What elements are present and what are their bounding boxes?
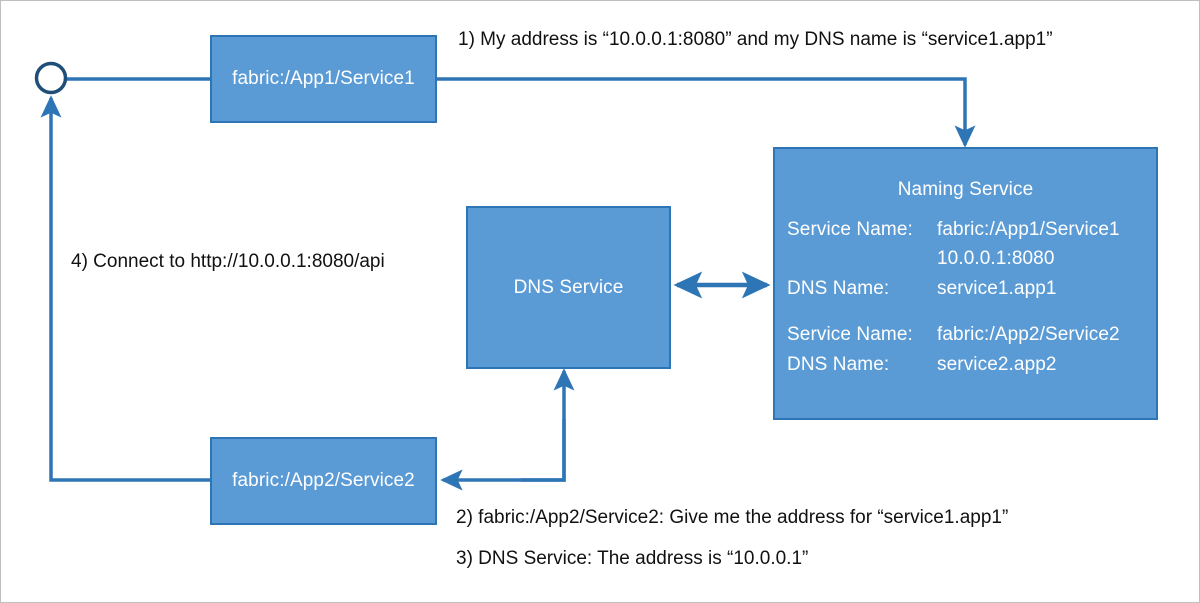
naming-entry-2-dns-name: DNS Name: service2.app2 — [787, 350, 1146, 379]
node-app2-service2[interactable]: fabric:/App2/Service2 — [210, 437, 437, 525]
naming-entry-1-service-name: Service Name: fabric:/App1/Service1 — [787, 215, 1146, 244]
connector-app2-to-dns-service — [521, 368, 575, 482]
connector-app1-to-naming-service — [437, 77, 976, 148]
node-app2-service2-label: fabric:/App2/Service2 — [232, 470, 415, 491]
naming-entry-2-service-name: Service Name: fabric:/App2/Service2 — [787, 320, 1146, 349]
naming-entry-1-dns-name-value: service1.app1 — [937, 277, 1057, 299]
caption-step-2: 2) fabric:/App2/Service2: Give me the ad… — [456, 507, 1009, 528]
connector-naming-to-app2 — [440, 419, 566, 491]
naming-entry-1-address-value: 10.0.0.1:8080 — [937, 248, 1055, 270]
naming-entry-2-dns-name-label: DNS Name: — [787, 353, 890, 375]
naming-service-title: Naming Service — [897, 179, 1034, 200]
naming-entry-1-dns-name-label: DNS Name: — [787, 277, 890, 299]
node-app1-service1-label: fabric:/App1/Service1 — [232, 68, 415, 89]
naming-entry-2-service-name-label: Service Name: — [787, 324, 913, 346]
node-naming-service[interactable]: Naming Service Service Name: fabric:/App… — [773, 147, 1158, 420]
naming-entry-1-address: 10.0.0.1:8080 — [787, 244, 1146, 273]
naming-service-entries: Service Name: fabric:/App1/Service1 10.0… — [775, 215, 1156, 379]
naming-entry-1-dns-name: DNS Name: service1.app1 — [787, 274, 1146, 303]
naming-entry-1-service-name-label: Service Name: — [787, 219, 913, 240]
caption-step-3: 3) DNS Service: The address is “10.0.0.1… — [456, 548, 809, 569]
connector-app2-to-endpoint-circle — [40, 95, 210, 482]
naming-entry-2-service-name-value: fabric:/App2/Service2 — [937, 324, 1120, 346]
node-dns-service-label: DNS Service — [513, 276, 624, 298]
service-endpoint-circle — [34, 61, 68, 95]
naming-entries-separator — [787, 303, 1146, 320]
naming-entry-1-address-spacer — [787, 244, 937, 273]
naming-entry-2-dns-name-value: service2.app2 — [937, 353, 1057, 375]
node-dns-service[interactable]: DNS Service — [466, 206, 671, 369]
naming-entry-1-service-name-value: fabric:/App1/Service1 — [937, 219, 1120, 240]
caption-step-4: 4) Connect to http://10.0.0.1:8080/api — [71, 251, 385, 272]
caption-step-1: 1) My address is “10.0.0.1:8080” and my … — [458, 29, 1053, 50]
node-app1-service1[interactable]: fabric:/App1/Service1 — [210, 35, 437, 123]
